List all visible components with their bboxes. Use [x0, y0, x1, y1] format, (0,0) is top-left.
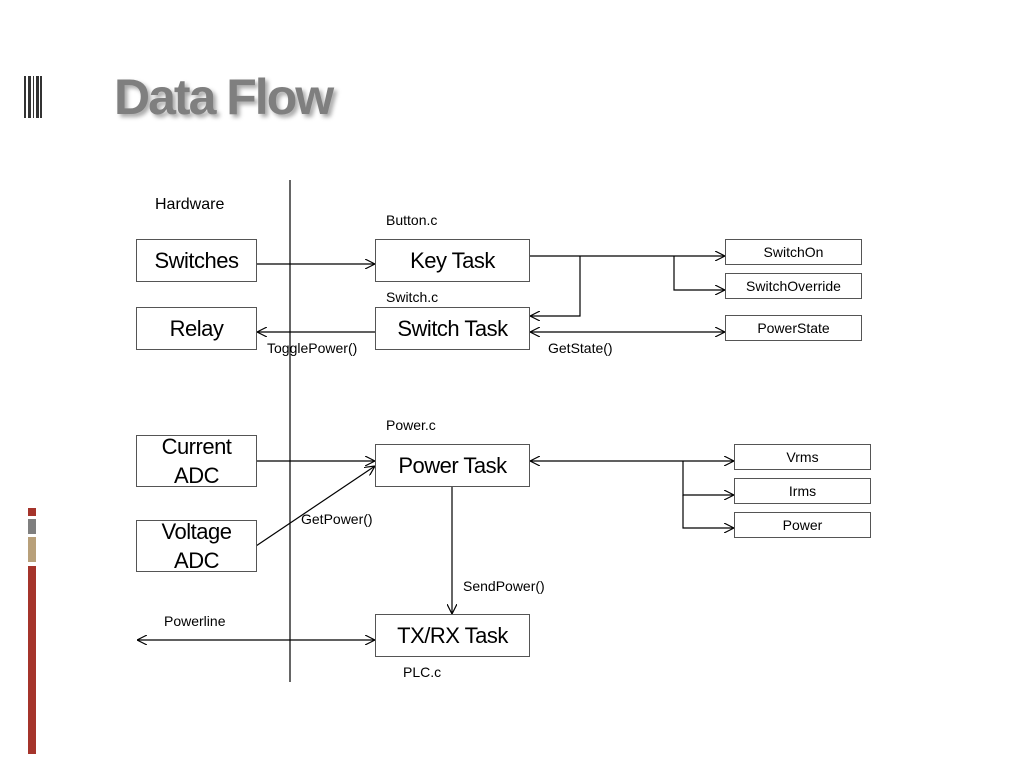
accent-bar-tan	[28, 537, 36, 562]
power-box: Power	[734, 512, 871, 538]
power-c-label: Power.c	[386, 417, 436, 433]
accent-bar-gray	[28, 519, 36, 534]
getpower-label: GetPower()	[301, 511, 373, 527]
irms-box: Irms	[734, 478, 871, 504]
txrx-task-box: TX/RX Task	[375, 614, 530, 657]
arrow-to-power	[682, 495, 734, 528]
power-task-box: Power Task	[375, 444, 530, 487]
arrow-keytask-to-switchtask	[530, 256, 581, 316]
plc-c-label: PLC.c	[403, 664, 442, 680]
hardware-label: Hardware	[155, 196, 225, 213]
button-c-label: Button.c	[386, 212, 438, 228]
getstate-label: GetState()	[548, 340, 613, 356]
current-adc-box: Current ADC	[136, 434, 257, 488]
togglepower-label: TogglePower()	[267, 340, 358, 356]
accent-bar-red-small	[28, 508, 36, 516]
accent-bar-red-long	[28, 566, 36, 754]
sendpower-label: SendPower()	[463, 578, 545, 594]
relay-box: Relay	[136, 307, 257, 350]
powerstate-box: PowerState	[725, 315, 862, 341]
arrow-to-irms	[682, 461, 734, 495]
barcode-logo-icon	[24, 76, 42, 118]
arrow-to-switchoverride	[673, 256, 725, 290]
switch-task-box: Switch Task	[375, 307, 530, 350]
slide-title: Data Flow	[114, 69, 334, 125]
switches-box: Switches	[136, 239, 257, 282]
arrow-voltage-to-powertask	[255, 466, 375, 547]
switch-c-label: Switch.c	[386, 289, 439, 305]
powerline-label: Powerline	[164, 613, 226, 629]
voltage-adc-box: Voltage ADC	[136, 519, 257, 573]
switchoverride-box: SwitchOverride	[725, 273, 862, 299]
key-task-box: Key Task	[375, 239, 530, 282]
switchon-box: SwitchOn	[725, 239, 862, 265]
vrms-box: Vrms	[734, 444, 871, 470]
